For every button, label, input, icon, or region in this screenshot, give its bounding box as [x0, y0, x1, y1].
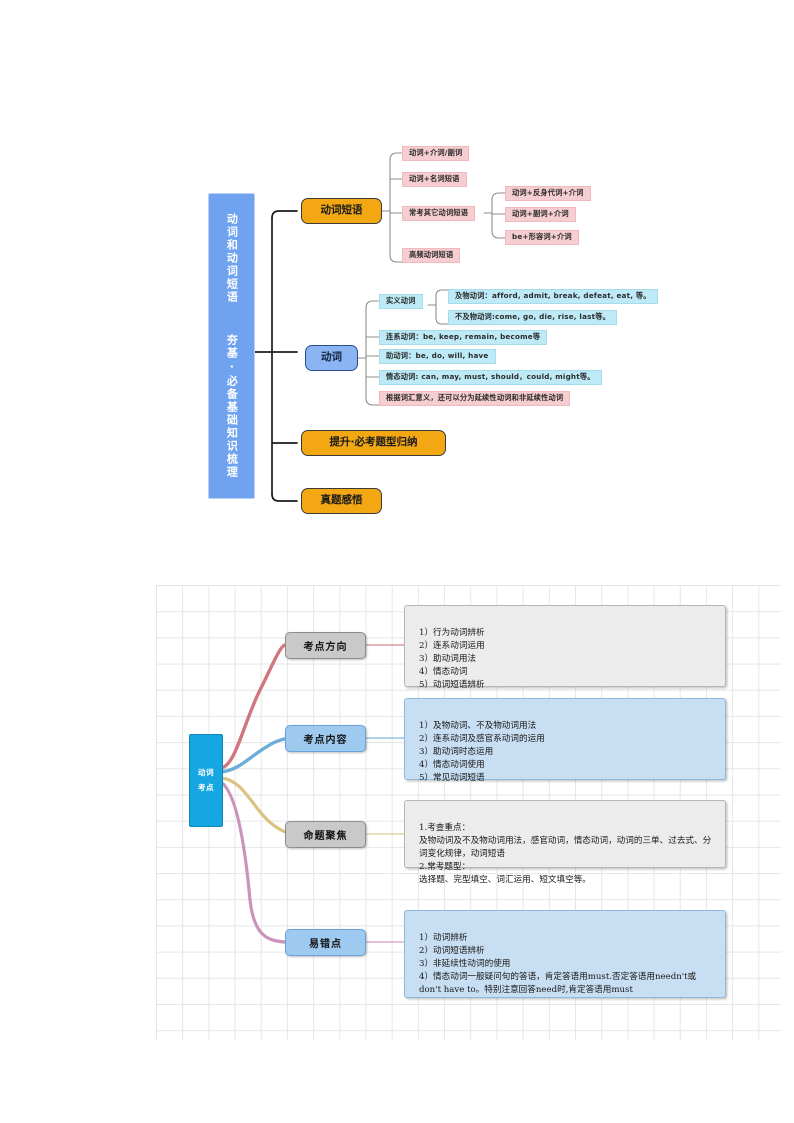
- chip-notional-verb[interactable]: 实义动词: [379, 294, 423, 309]
- branch-node-real-questions[interactable]: 真题感悟: [301, 488, 382, 514]
- chip-label: 动词+副词+介词: [512, 209, 569, 218]
- bottom-map-connectors: [219, 643, 405, 944]
- chip-continuous-vs-noncontinuous[interactable]: 根据词汇意义，还可以分为延续性动词和非延续性动词: [379, 391, 571, 406]
- chip-transitive-verb[interactable]: 及物动词：afford, admit, break, defeat, eat, …: [448, 289, 658, 304]
- panel-common-mistakes-text: 1）动词辨析 2）动词短语辨析 3）非延续性动词的使用 4）情态动词一般疑问句的…: [419, 933, 697, 996]
- map-node-question-focus[interactable]: 命题聚焦: [285, 821, 366, 848]
- map-node-exam-content-label: 考点内容: [303, 735, 348, 746]
- chip-label: 动词+名词短语: [409, 174, 460, 183]
- map-node-exam-content[interactable]: 考点内容: [285, 725, 366, 752]
- panel-question-focus-text: 1.考查重点： 及物动词及不及物动词用法，感官动词，情态动词，动词的三单、过去式…: [419, 823, 712, 886]
- panel-exam-content-text: 1）及物动词、不及物动词用法 2）连系动词及感官系动词的运用 3）助动词时态运用…: [419, 721, 545, 784]
- root-node-verbs-and-phrases[interactable]: 动词和动词短语 夯基·必备基础知识梳理: [208, 193, 255, 499]
- chip-verb-noun-phrase[interactable]: 动词+名词短语: [402, 172, 467, 187]
- branch-node-verb[interactable]: 动词: [305, 345, 358, 371]
- chip-other-common-phrases[interactable]: 常考其它动词短语: [402, 206, 476, 221]
- chip-label: 高频动词短语: [409, 250, 454, 259]
- chip-verb-reflexive-prep[interactable]: 动词+反身代词+介词: [505, 186, 591, 201]
- chip-label: 动词+反身代词+介词: [512, 188, 584, 197]
- branch-node-verb-label: 动词: [321, 351, 342, 364]
- center-node-line2: 考点: [197, 782, 215, 792]
- chip-linking-verb[interactable]: 连系动词：be, keep, remain, become等: [379, 330, 548, 345]
- chip-modal-verb[interactable]: 情态动词: can, may, must, should，could, migh…: [379, 370, 602, 385]
- map-node-common-mistakes-label: 易错点: [309, 939, 342, 950]
- chip-intransitive-verb[interactable]: 不及物动词:come, go, die, rise, last等。: [448, 310, 618, 325]
- branch-node-real-questions-label: 真题感悟: [320, 494, 363, 507]
- panel-exam-content: 1）及物动词、不及物动词用法 2）连系动词及感官系动词的运用 3）助动词时态运用…: [404, 698, 726, 784]
- chip-label: 不及物动词:come, go, die, rise, last等。: [455, 312, 611, 321]
- chip-label: 根据词汇意义，还可以分为延续性动词和非延续性动词: [386, 393, 564, 402]
- chip-label: 及物动词：afford, admit, break, defeat, eat, …: [455, 291, 651, 300]
- panel-exam-direction: 1）行为动词辨析 2）连系动词运用 3）助动词用法 4）情态动词 5）动词短语辨…: [404, 605, 726, 691]
- map-node-common-mistakes[interactable]: 易错点: [285, 929, 366, 956]
- top-diagram: 动词和动词短语 夯基·必备基础知识梳理 动词短语 动词 提升·必考题型归纳 真题…: [0, 0, 794, 540]
- center-node-verb-exam-points[interactable]: 动词 考点: [189, 734, 223, 827]
- root-node-label: 动词和动词短语 夯基·必备基础知识梳理: [225, 213, 239, 479]
- chip-label: 连系动词：be, keep, remain, become等: [386, 332, 541, 341]
- branch-node-improve[interactable]: 提升·必考题型归纳: [301, 430, 446, 456]
- map-node-exam-direction[interactable]: 考点方向: [285, 632, 366, 659]
- bottom-mind-map: 动词 考点 考点方向 考点内容 命题聚焦 易错点 1）行为动词辨析 2）连系动词…: [0, 540, 794, 1123]
- chip-label: 常考其它动词短语: [409, 208, 469, 217]
- panel-exam-direction-text: 1）行为动词辨析 2）连系动词运用 3）助动词用法 4）情态动词 5）动词短语辨…: [419, 628, 485, 691]
- chip-label: be+形容词+介词: [512, 232, 572, 241]
- chip-label: 情态动词: can, may, must, should，could, migh…: [386, 372, 595, 381]
- panel-question-focus: 1.考查重点： 及物动词及不及物动词用法，感官动词，情态动词，动词的三单、过去式…: [404, 800, 726, 885]
- chip-label: 动词+介词/副词: [409, 148, 463, 157]
- panel-common-mistakes: 1）动词辨析 2）动词短语辨析 3）非延续性动词的使用 4）情态动词一般疑问句的…: [404, 910, 726, 998]
- branch-node-verb-phrase[interactable]: 动词短语: [301, 198, 382, 224]
- chip-verb-adv-prep[interactable]: 动词+副词+介词: [505, 207, 576, 222]
- branch-node-improve-label: 提升·必考题型归纳: [329, 436, 418, 449]
- center-node-line1: 动词: [197, 768, 215, 778]
- top-diagram-connectors: [254, 152, 506, 502]
- chip-verb-prep-adv[interactable]: 动词+介词/副词: [402, 146, 470, 161]
- chip-label: 实义动词: [386, 296, 416, 305]
- map-node-question-focus-label: 命题聚焦: [303, 831, 348, 842]
- branch-node-verb-phrase-label: 动词短语: [320, 204, 363, 217]
- map-node-exam-direction-label: 考点方向: [303, 642, 348, 653]
- chip-be-adj-prep[interactable]: be+形容词+介词: [505, 230, 579, 245]
- chip-label: 助动词：be, do, will, have: [386, 351, 489, 360]
- chip-high-frequency-phrases[interactable]: 高频动词短语: [402, 248, 461, 263]
- chip-auxiliary-verb[interactable]: 助动词：be, do, will, have: [379, 349, 496, 364]
